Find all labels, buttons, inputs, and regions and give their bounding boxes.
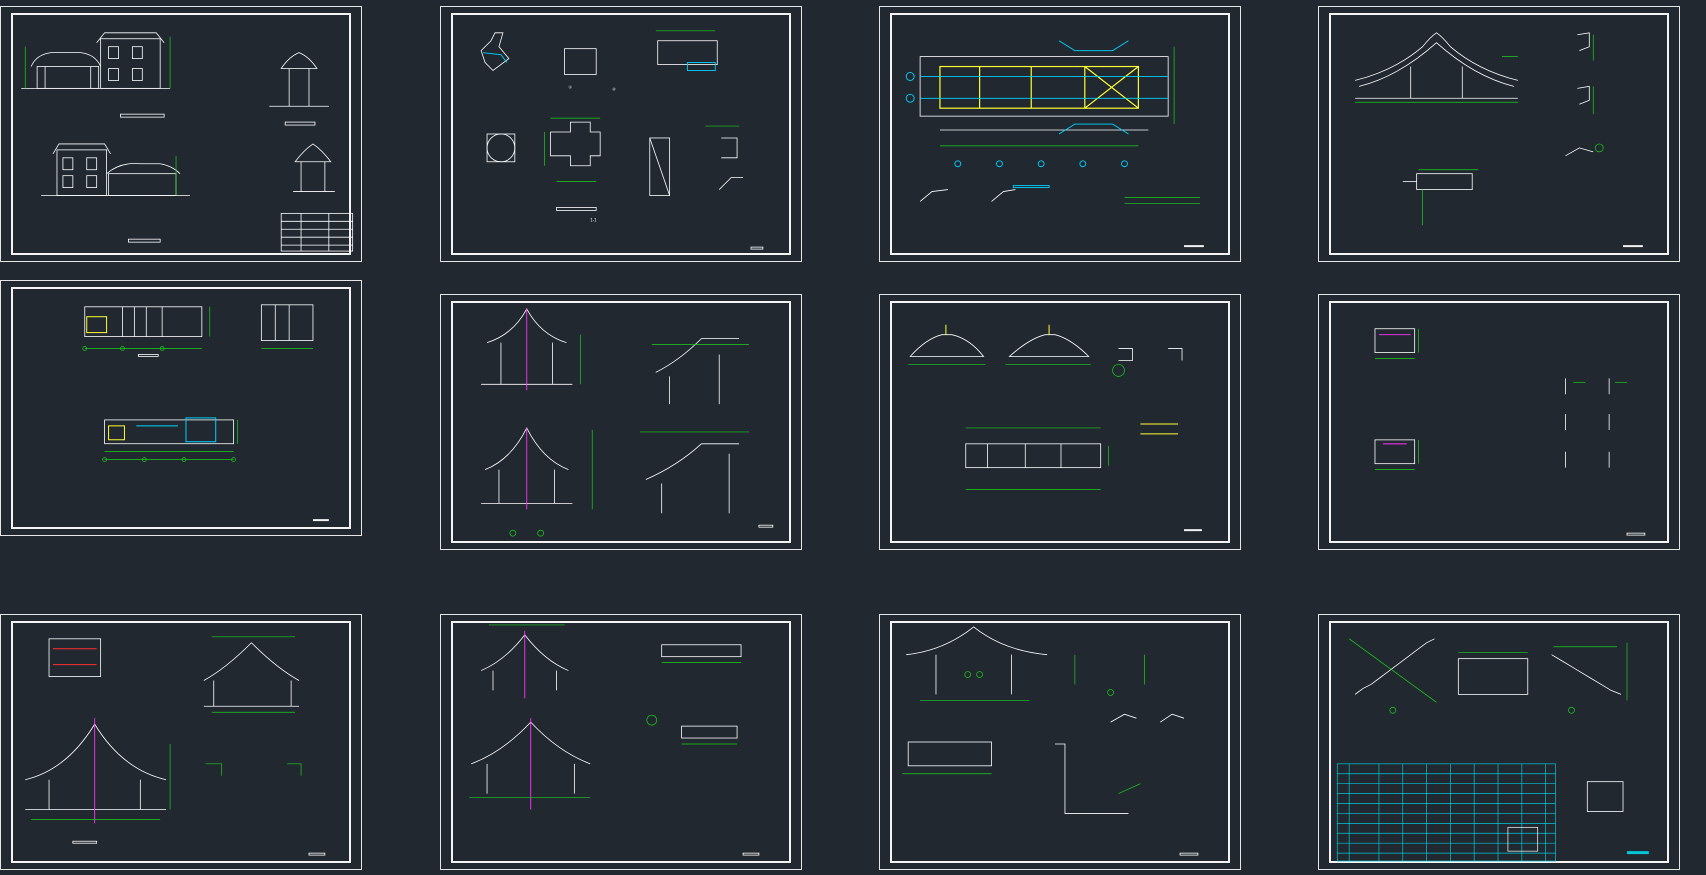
sheet-b3-linework bbox=[908, 324, 1202, 532]
sheet-frame bbox=[11, 621, 351, 863]
sheet-frame bbox=[11, 13, 351, 255]
drawing-sheet-c4[interactable] bbox=[1318, 614, 1680, 870]
drawing-sheet-a4[interactable] bbox=[1318, 6, 1680, 262]
detail-id-2: ② bbox=[612, 86, 616, 91]
sheet-c1-linework bbox=[25, 636, 326, 856]
sheet-frame bbox=[1329, 621, 1669, 863]
sheet-frame bbox=[1329, 301, 1669, 543]
sheet-a4-linework bbox=[1355, 32, 1643, 248]
sheet-frame bbox=[890, 621, 1230, 863]
sheet-frame bbox=[11, 287, 351, 529]
drawing-number-box bbox=[1626, 851, 1649, 855]
sheet-frame bbox=[451, 301, 791, 543]
section-label-1-1: 1-1 bbox=[590, 217, 597, 222]
drawing-sheet-a1[interactable] bbox=[0, 6, 362, 262]
sheet-b1-linework bbox=[82, 304, 329, 522]
drawing-sheet-c1[interactable] bbox=[0, 614, 362, 870]
detail-id-1: ① bbox=[568, 84, 572, 89]
sheet-b2-linework bbox=[481, 308, 774, 537]
sheet-frame bbox=[890, 301, 1230, 543]
drawing-sheet-b2[interactable] bbox=[440, 294, 802, 550]
sheet-c4-linework bbox=[1336, 638, 1649, 862]
sheet-frame bbox=[451, 13, 791, 255]
drawing-number-box bbox=[1623, 245, 1643, 248]
drawing-number-box bbox=[1184, 529, 1202, 532]
drawing-sheet-b1[interactable] bbox=[0, 280, 362, 536]
schedule-table-grid bbox=[1336, 763, 1556, 862]
drawing-sheet-b3[interactable] bbox=[879, 294, 1241, 550]
sheet-frame bbox=[1329, 13, 1669, 255]
drawing-sheet-a3[interactable] bbox=[879, 6, 1241, 262]
drawing-number-box bbox=[1184, 245, 1204, 248]
sheet-frame bbox=[451, 621, 791, 863]
sheet-c2-linework bbox=[469, 624, 760, 856]
sheet-frame bbox=[890, 13, 1230, 255]
sheet-c3-linework bbox=[902, 626, 1199, 856]
drawing-sheet-c3[interactable] bbox=[879, 614, 1241, 870]
drawing-number-box bbox=[312, 519, 329, 522]
drawing-sheet-a2[interactable]: 1-1 ① ② bbox=[440, 6, 802, 262]
sheet-a1-linework bbox=[21, 32, 354, 252]
sheet-b4-linework bbox=[1374, 328, 1646, 536]
sheet-a2-linework: 1-1 ① ② bbox=[480, 30, 764, 250]
sheet-a3-linework bbox=[905, 40, 1204, 248]
drawing-sheet-c2[interactable] bbox=[440, 614, 802, 870]
drawing-sheet-b4[interactable] bbox=[1318, 294, 1680, 550]
